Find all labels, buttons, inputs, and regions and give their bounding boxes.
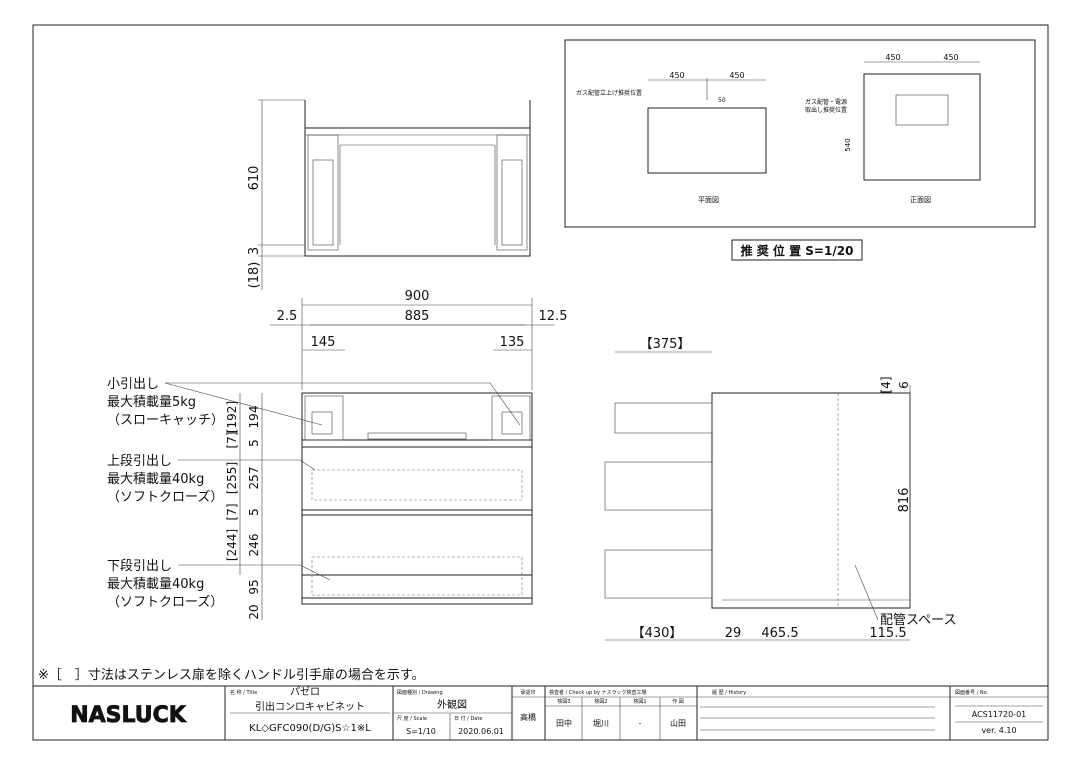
label-small-type: （スローキャッチ） <box>107 413 224 428</box>
elev-dim-1: 450 <box>885 53 900 62</box>
label-lower-type: （ソフトクローズ） <box>107 594 223 610</box>
dim-5a: 5 <box>247 439 261 447</box>
checker-1-label: 検図1 <box>633 698 646 705</box>
dim-244: [244] <box>225 529 239 561</box>
nasluck-logo: NASLUCK <box>70 703 187 728</box>
front-view: 900 885 2.5 12.5 145 135 194 5 257 5 246… <box>107 289 567 620</box>
dim-430: 【430】 <box>632 626 683 641</box>
dim-192: [192] <box>225 401 239 433</box>
scale-value: S=1/10 <box>406 727 436 736</box>
dim-29: 29 <box>725 626 742 641</box>
drawing-type: 外観図 <box>437 698 467 711</box>
dim-12-5: 12.5 <box>539 309 568 324</box>
date-label: 日 付 / Date <box>454 715 482 722</box>
checker-1-name: - <box>639 719 642 728</box>
dim-2-5: 2.5 <box>277 309 298 324</box>
label-small-drawer: 小引出し <box>107 377 159 392</box>
version: ver. 4.10 <box>981 726 1016 735</box>
label-upper-load: 最大積載量40kg <box>107 472 204 487</box>
bracket-note: ※［ ］寸法はステンレス扉を除くハンドル引手扉の場合を示す。 <box>38 667 425 683</box>
dim-3: 3 <box>247 247 262 255</box>
dim-145: 145 <box>311 335 336 350</box>
label-upper-type: （ソフトクローズ） <box>107 489 223 505</box>
date-value: 2020.06.01 <box>458 727 504 736</box>
history-label: 履 歴 / History <box>712 690 746 696</box>
dim-5b: 5 <box>247 508 261 516</box>
plan-caption: 平面図 <box>698 196 719 204</box>
dim-194: 194 <box>247 406 261 429</box>
dim-95: 95 <box>247 579 261 594</box>
scale-label: 尺 度 / Scale <box>397 715 427 722</box>
approval-value: 高橋 <box>520 712 536 722</box>
drafter-label: 作 図 <box>672 698 684 705</box>
recommended-position-inset: 450 450 ガス配管立上げ推奨位置 50 平面図 450 450 ガス配管・… <box>564 39 1036 261</box>
elev-dim-2: 450 <box>943 53 958 62</box>
side-view: 【375】 [4] 6 816 【430】 29 465.5 115.5 配管ス… <box>604 337 956 641</box>
dim-375: 【375】 <box>640 337 691 352</box>
top-view: 610 3 (18) <box>247 99 531 290</box>
pipe-space-label: 配管スペース <box>880 613 956 628</box>
dim-4: [4] <box>879 377 893 394</box>
dim-18: (18) <box>247 262 262 289</box>
drawing-number: ACS11720-01 <box>972 710 1027 719</box>
dim-255: [255] <box>225 462 239 494</box>
check-label: 検査者 / Check up by ナスラック検査工場 <box>549 689 647 696</box>
number-label: 図面番号 / No. <box>955 689 989 696</box>
checker-3-label: 検図3 <box>557 698 570 705</box>
dim-610: 610 <box>247 166 262 191</box>
dim-135: 135 <box>500 335 525 350</box>
elev-gas-label-2: 取出し推奨位置 <box>805 106 847 114</box>
dim-465-5: 465.5 <box>761 626 798 641</box>
plan-dim-2: 450 <box>729 71 744 80</box>
dim-6: 6 <box>897 381 911 389</box>
checker-2-name: 堀川 <box>593 719 609 728</box>
label-upper-drawer: 上段引出し <box>107 454 172 469</box>
elev-caption: 正面図 <box>910 196 931 204</box>
inset-title: 推 奨 位 置 S=1/20 <box>741 243 854 258</box>
drawing-label: 図面種別 / Drawing <box>397 689 443 696</box>
product-series: パゼロ <box>290 686 320 698</box>
model-number: KL◇GFC090(D/G)S☆1※L <box>249 723 371 734</box>
dim-115-5: 115.5 <box>869 626 906 641</box>
dim-885: 885 <box>405 309 430 324</box>
title-label: 名 称 / Title <box>230 689 257 696</box>
label-small-load: 最大積載量5kg <box>107 395 196 410</box>
plan-dim-50: 50 <box>718 97 726 104</box>
approval-label: 承認印 <box>520 689 535 696</box>
product-name: 引出コンロキャビネット <box>255 700 365 713</box>
dim-246: 246 <box>247 534 261 557</box>
elev-gas-label-1: ガス配管・電源 <box>805 98 847 106</box>
dim-7b: [7] <box>225 504 239 521</box>
plan-gas-label: ガス配管立上げ推奨位置 <box>576 89 642 97</box>
checker-3-name: 田中 <box>556 718 572 728</box>
dim-900: 900 <box>405 289 430 304</box>
label-lower-load: 最大積載量40kg <box>107 577 204 592</box>
dim-20: 20 <box>247 604 261 619</box>
plan-dim-1: 450 <box>669 71 684 80</box>
dim-257: 257 <box>247 467 261 490</box>
drafter-name: 山田 <box>670 718 686 728</box>
dim-816: 816 <box>897 488 912 513</box>
title-block: NASLUCK 名 称 / Title パゼロ 引出コンロキャビネット KL◇G… <box>32 685 1049 741</box>
label-lower-drawer: 下段引出し <box>107 559 172 574</box>
elev-dim-540: 540 <box>844 138 852 151</box>
checker-2-label: 検図2 <box>594 698 607 705</box>
dim-7a: [7] <box>225 432 239 449</box>
